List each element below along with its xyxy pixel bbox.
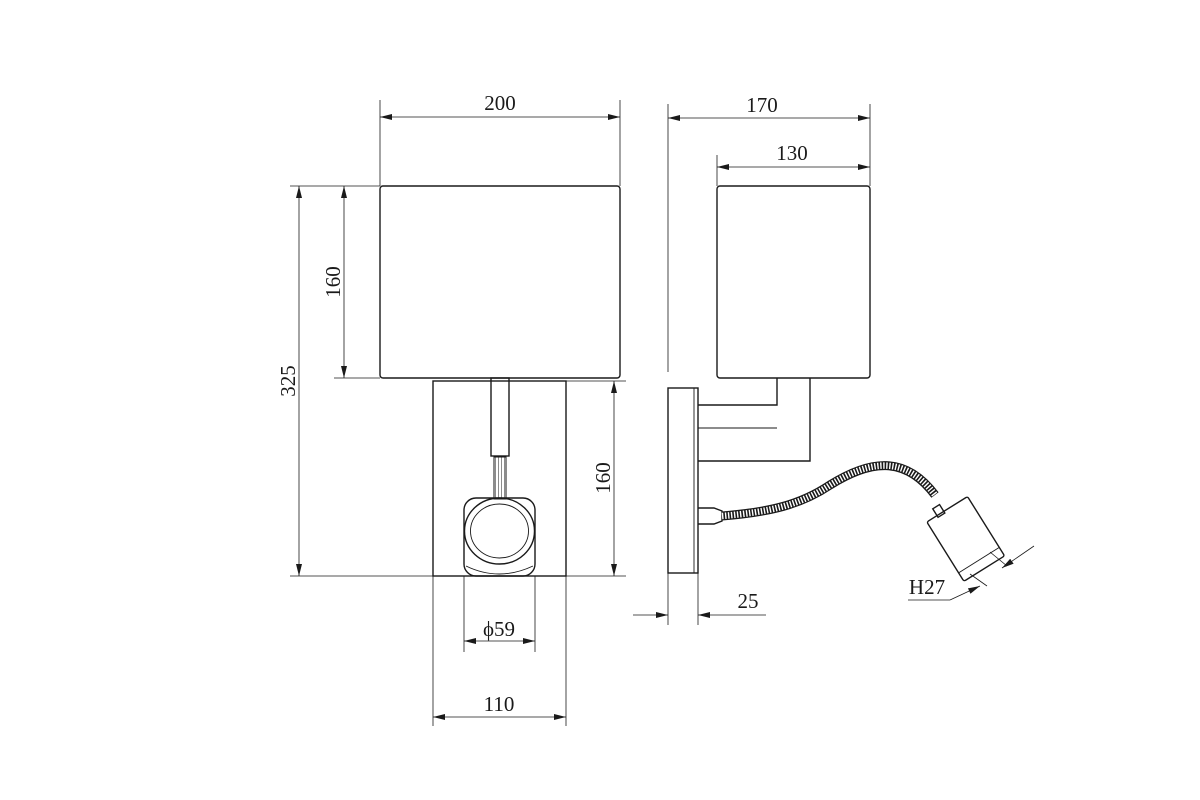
side-gooseneck-connector xyxy=(698,507,723,525)
dim-label-25: 25 xyxy=(738,589,759,613)
dim-shade-depth: 130 xyxy=(716,141,870,186)
dim-base-width: 110 xyxy=(432,576,567,726)
dim-total-height: 325 xyxy=(276,185,433,577)
side-arm xyxy=(698,378,811,462)
dim-label-325: 325 xyxy=(276,365,300,397)
dim-plate-thickness: 25 xyxy=(633,573,766,625)
dim-label-160-base: 160 xyxy=(591,462,615,494)
front-stem xyxy=(490,377,510,457)
dim-label-110: 110 xyxy=(484,692,515,716)
dim-head-size: H27 xyxy=(908,545,1035,601)
dim-base-height: 160 xyxy=(566,380,626,577)
side-view xyxy=(667,185,1005,582)
dim-label-phi59: ϕ59 xyxy=(483,617,515,641)
side-shade xyxy=(716,185,871,379)
side-gooseneck-coil xyxy=(721,462,938,520)
dim-label-200: 200 xyxy=(484,91,516,115)
dim-shade-width: 200 xyxy=(379,91,621,186)
side-wall-plate-rim xyxy=(693,387,699,574)
dim-label-h27: H27 xyxy=(909,575,945,599)
dim-label-170: 170 xyxy=(746,93,778,117)
dim-total-depth: 170 xyxy=(667,93,871,372)
side-gooseneck-outer xyxy=(721,461,939,521)
dim-label-160-shade: 160 xyxy=(321,266,345,298)
front-shade xyxy=(379,185,621,379)
side-wall-plate xyxy=(667,387,699,574)
front-view xyxy=(379,185,621,577)
dim-shade-height: 160 xyxy=(321,186,380,379)
front-gooseneck xyxy=(493,456,507,500)
dim-label-130: 130 xyxy=(776,141,808,165)
side-reading-head xyxy=(926,496,1005,582)
dim-head-diameter: ϕ59 xyxy=(463,576,536,652)
front-reading-head xyxy=(463,497,536,577)
